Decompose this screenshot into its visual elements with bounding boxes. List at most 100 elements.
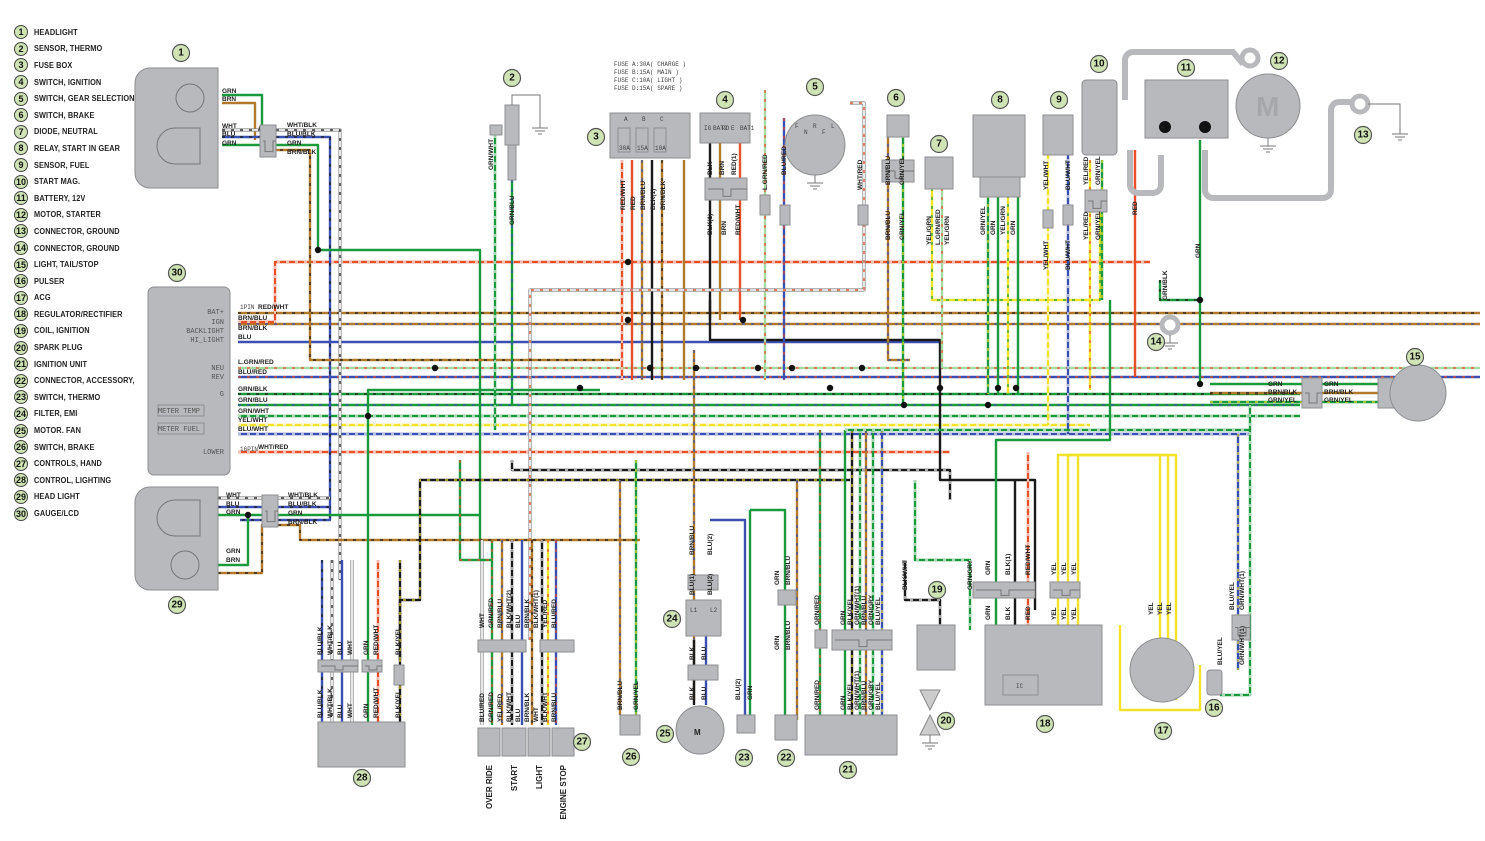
legend-number-badge: 20 [14,340,28,355]
fuse-rating: 30A [619,145,630,152]
component-number-badge: 28 [352,768,372,788]
legend-label: FUSE BOX [34,60,73,70]
badge-circle [352,768,372,788]
legend-number-badge: 8 [14,141,28,156]
wire-label: BLK(1) [650,189,657,210]
badge-number: 1 [178,48,184,59]
acg-yel-wire [1076,453,1178,700]
badge-number: 2 [509,73,515,84]
fan-symbol: M [694,728,701,737]
badge-number: 23 [738,753,750,764]
wire-label: YEL/GRN [926,216,933,245]
badge-circle [1353,125,1373,145]
connector-key [835,639,892,648]
wire-stripe [222,129,341,580]
wire-label: BLK/YEL [395,627,402,655]
legend-item: 3 FUSE BOX [14,57,143,74]
ground-symbol [807,175,823,190]
wire-label: RED/WHT [620,180,627,210]
wire-stripe [238,261,1150,323]
hl1-wire-label: GRN [222,88,237,95]
legend-number-badge: 30 [14,506,28,521]
wire-label: BLK/WHT [902,560,909,590]
acg-yel-loop [1118,625,1202,712]
wire-label: BLK/WHT(2) [506,590,513,628]
wire-label: YEL [1061,607,1068,620]
starter-terminal [1239,47,1261,69]
wire-label: GRN [363,703,370,718]
hand-switch-1 [501,727,527,757]
wire-label: GRN [1195,243,1202,258]
thermo-sensor-body [504,104,520,146]
hl29-grn2 [218,515,250,567]
relay-8-body [972,114,1026,178]
badge-circle [715,90,735,110]
wire-label: GRN/YEL [1095,211,1102,240]
connector-key [1053,589,1080,596]
gauge-wire-label: BRN/BLU [238,315,268,322]
tail-wire-label: GRN/YEL [1268,397,1297,404]
badge-number: 19 [931,585,943,596]
badge-number: 5 [812,82,818,93]
wire-label: GRN/BLU [509,195,516,225]
wire-label: BRN/BLK [660,180,667,210]
fuse [617,127,631,153]
ground-symbol [532,120,548,135]
legend-label: CONNECTOR, ACCESSORY, [34,376,135,386]
hc-grn-red-run [458,460,492,562]
component-number-badge: 4 [715,90,735,110]
wire-label: GRN/YEL [980,206,987,235]
wire-label: BLK(1) [1005,554,1012,575]
badge-circle [1089,54,1109,74]
fan-connector-top [687,574,719,591]
legend-label: CONNECTOR, GROUND [34,226,120,236]
wire-label: BRN [719,161,726,175]
hl1-wire-label: BLU [222,131,236,138]
wire-label: BLU [701,646,708,660]
ign-terminal-label: PO [722,125,730,132]
ignition-coil-19-body [916,624,956,671]
wire-label: GRN/GRY [868,679,875,710]
junction-dot [739,316,747,324]
badge-number: 4 [722,95,728,106]
tail-wire-label: GRN [1268,381,1283,388]
thermo-sensor-probe [507,144,517,181]
legend-label: ACG [34,293,51,303]
emi-filter-24-body [685,599,722,637]
wire-label: BLU [515,708,522,722]
badge-circle [1204,698,1224,718]
component-number-badge: 16 [1204,698,1224,718]
legend-number-badge: 24 [14,406,28,421]
legend-label: PULSER [34,276,65,286]
wire-label: YEL/GRN [944,216,951,245]
gear-position-label: L [831,123,835,130]
tail-wire-label: BRN/BLK [1268,389,1298,396]
legend-number-badge: 19 [14,323,28,338]
wire-label: YEL [1071,562,1078,575]
wire-label: BLK/YEL [847,597,854,625]
badge-number: 7 [936,139,942,150]
legend-label: DIODE, NEUTRAL [34,127,98,137]
wire-label: GRN/WHT(1) [1239,626,1246,665]
junction-dot [576,384,584,392]
wire-label: BLK/YEL [395,690,402,718]
badge-circle [886,88,906,108]
wire-label: GRN [840,610,847,625]
wire-label: GRN [985,605,992,620]
fuse [635,127,649,153]
fuse-slot-label: C [660,116,664,123]
tail-wire-label: BRH/BLK [1324,389,1354,396]
legend-label: CONNECTOR, GROUND [34,243,120,253]
badge-number: 10 [1093,59,1105,70]
hand-switch-label: START [510,765,519,791]
badge-circle [1405,347,1425,367]
wire-label: YEL [1166,602,1173,615]
legend-label: LIGHT, TAIL/STOP [34,260,99,270]
wire-label: YEL [1051,562,1058,575]
component-number-badge: 13 [1353,125,1373,145]
gear-position-label: F [795,123,799,130]
legend-number-badge: 3 [14,58,28,73]
